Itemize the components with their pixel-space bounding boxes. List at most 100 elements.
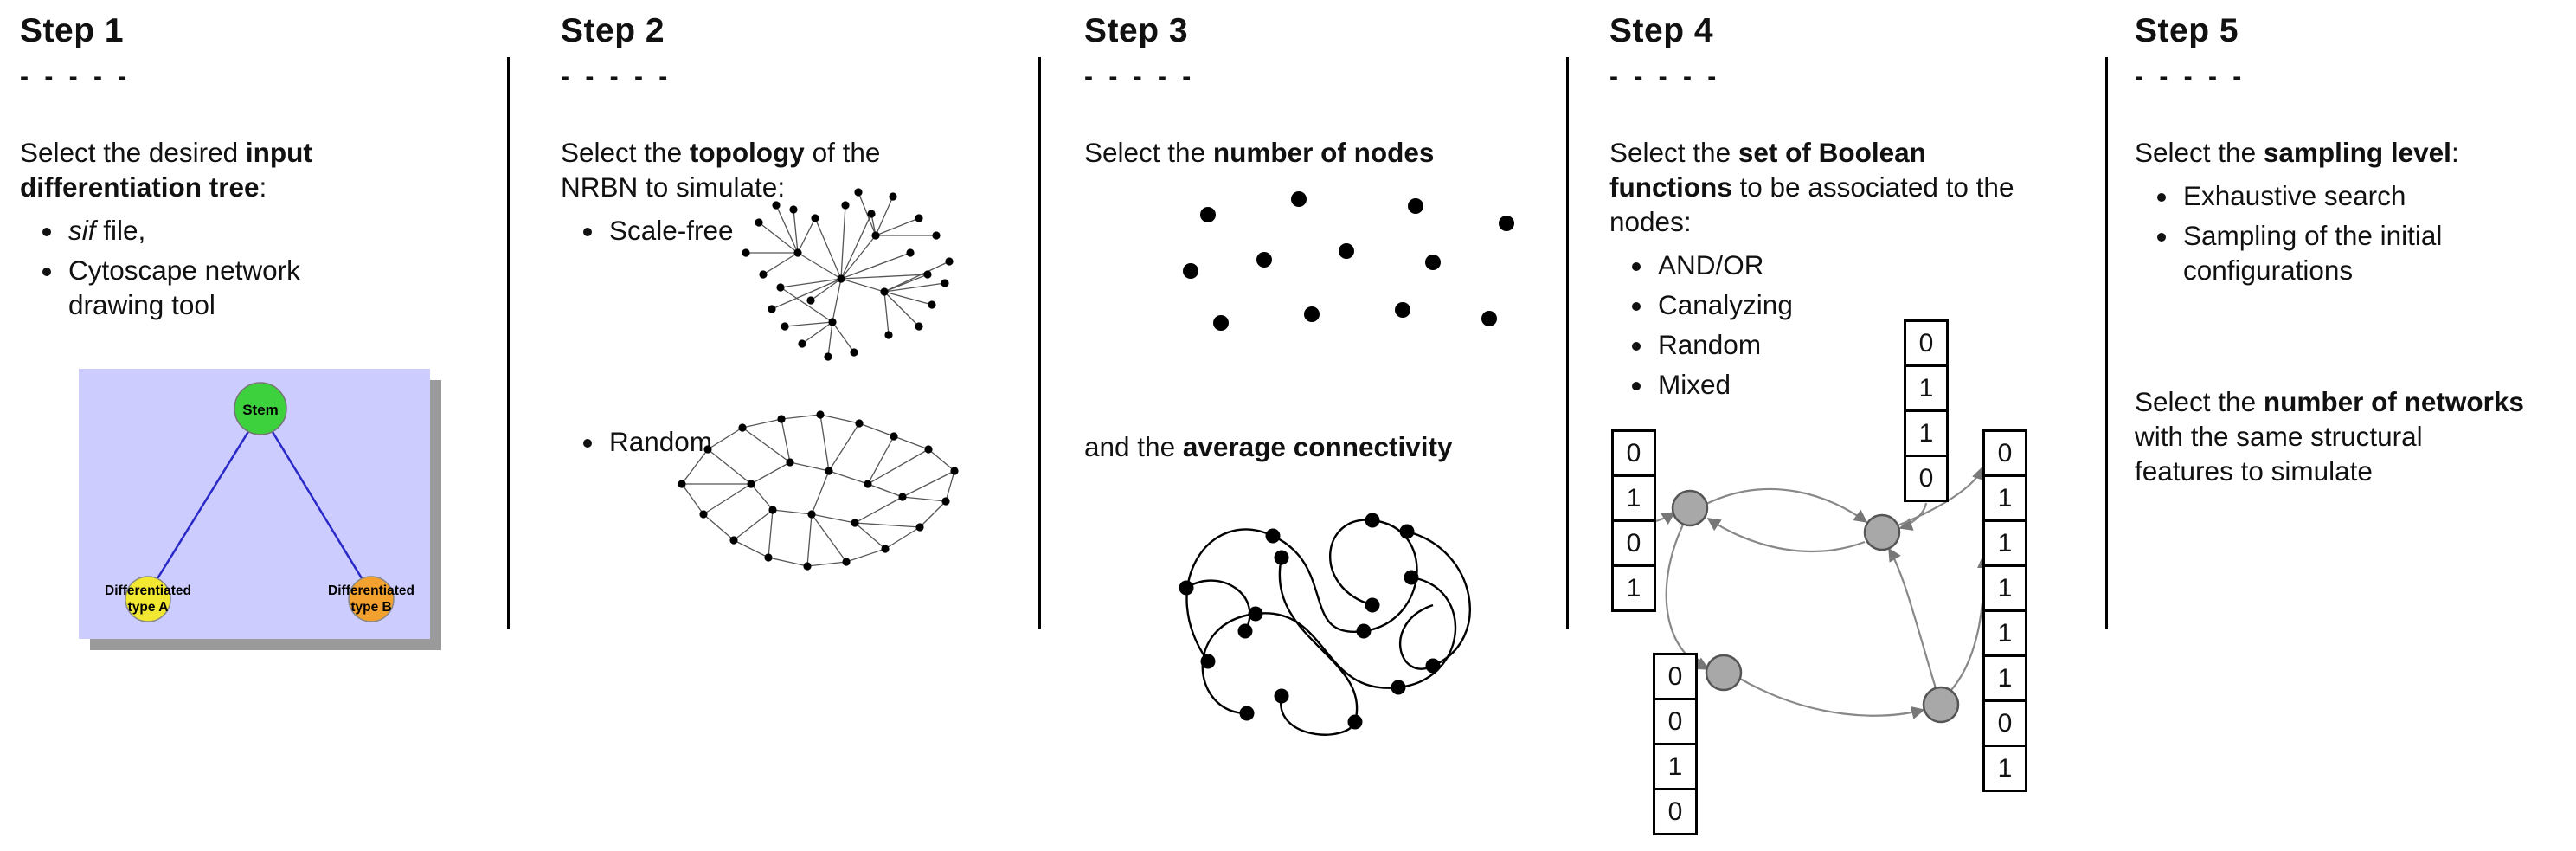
column-divider xyxy=(2105,57,2108,629)
step5-para2-bold: number of networks xyxy=(2263,386,2524,417)
step3-title: Step 3 xyxy=(1084,12,1189,49)
truth-table-cell: 0 xyxy=(1982,699,2027,747)
column-divider xyxy=(1566,57,1569,629)
step2-bullet-list-1: Scale-free xyxy=(561,213,959,248)
step5-intro: Select the sampling level: xyxy=(2135,135,2572,170)
step2-dashes: - - - - - xyxy=(561,62,672,91)
sif-italic: sif xyxy=(68,215,96,246)
step4-column: Step 4 - - - - - Select the set of Boole… xyxy=(1609,12,2098,848)
graph-node-2 xyxy=(1863,513,1901,551)
step2-column: Step 2 - - - - - Select the topology of … xyxy=(561,12,959,571)
step1-dashes: - - - - - xyxy=(20,62,132,91)
step3-line2-bold: average connectivity xyxy=(1182,431,1453,462)
step3-line2: and the average connectivity xyxy=(1084,429,1453,464)
step5-bullet-list: Exhaustive search Sampling of the initia… xyxy=(2135,178,2572,287)
step2-intro: Select the topology of the NRBN to simul… xyxy=(561,135,959,204)
bullet-cytoscape: Cytoscape network drawing tool xyxy=(65,253,392,322)
graph-edge xyxy=(1897,466,1985,527)
tree-edge-left xyxy=(146,411,262,595)
connectivity-tangle-illustration xyxy=(1179,513,1471,736)
column-divider xyxy=(1038,57,1041,629)
truth-table-cell: 0 xyxy=(1611,519,1656,567)
truth-table-cell: 0 xyxy=(1611,429,1656,477)
truth-table-cell: 1 xyxy=(1982,609,2027,657)
graph-node-3 xyxy=(1705,654,1743,692)
bullet-sampling-initial-configurations: Sampling of the initial configurations xyxy=(2180,218,2572,287)
truth-table-cell: 0 xyxy=(1904,455,1949,502)
step5-dashes: - - - - - xyxy=(2135,62,2246,91)
step1-bullet-list: sif file, Cytoscape network drawing tool xyxy=(20,213,392,322)
sif-rest: file, xyxy=(95,215,146,246)
bullet-and-or: AND/OR xyxy=(1654,248,2098,282)
type-b-node xyxy=(348,576,395,622)
step3-line1-pre: Select the xyxy=(1084,137,1213,168)
step1-intro-pre: Select the desired xyxy=(20,137,246,168)
truth-table-cell: 0 xyxy=(1653,653,1698,700)
scale-free-network-illustration xyxy=(742,188,954,361)
graph-node-1 xyxy=(1671,489,1709,527)
truth-table-cell: 1 xyxy=(1653,743,1698,790)
truth-table-bottom-left: 0 0 1 0 xyxy=(1653,653,1698,835)
bullet-exhaustive-search: Exhaustive search xyxy=(2180,178,2572,213)
step5-intro-bold: sampling level xyxy=(2263,137,2451,168)
step2-intro-post: of the NRBN to simulate: xyxy=(561,137,881,203)
tangle-curve xyxy=(1185,579,1251,632)
tangle-curve xyxy=(1399,530,1471,670)
step1-intro: Select the desired input differentiation… xyxy=(20,135,392,204)
differentiation-tree-image: Stem Differentiated type A Differentiate… xyxy=(79,369,441,650)
truth-table-cell: 1 xyxy=(1982,474,2027,522)
step4-bullet-list: AND/OR Canalyzing Random Mixed xyxy=(1609,248,2098,402)
step2-bullet-list-2: Random xyxy=(561,419,712,459)
graph-edge xyxy=(1888,547,1937,689)
truth-table-cell: 1 xyxy=(1982,654,2027,702)
step5-para2-post: with the same structural features to sim… xyxy=(2135,421,2423,487)
graph-edge xyxy=(1706,487,1868,523)
graph-edge xyxy=(1706,518,1866,552)
truth-table-cell: 1 xyxy=(1982,519,2027,567)
tangle-curve xyxy=(1278,557,1359,736)
graph-node-4 xyxy=(1922,686,1960,724)
step5-para2-pre: Select the xyxy=(2135,386,2264,417)
step2-title: Step 2 xyxy=(561,12,665,49)
truth-table-right: 0 1 1 1 1 1 0 1 xyxy=(1982,429,2027,792)
graph-edge xyxy=(1655,512,1676,525)
step1-intro-post: : xyxy=(259,171,267,203)
step1-title: Step 1 xyxy=(20,12,125,49)
bullet-random-functions: Random xyxy=(1654,327,2098,362)
step3-line1-bold: number of nodes xyxy=(1212,137,1435,168)
graph-edge xyxy=(1898,502,1928,531)
graph-edge xyxy=(1739,678,1925,719)
step5-column: Step 5 - - - - - Select the sampling lev… xyxy=(2135,12,2572,488)
step4-intro-post: to be associated to the nodes: xyxy=(1609,171,2014,237)
truth-table-cell: 0 xyxy=(1982,429,2027,477)
bullet-sif-file: sif file, xyxy=(65,213,392,248)
step2-intro-pre: Select the xyxy=(561,137,690,168)
bullet-mixed: Mixed xyxy=(1654,367,2098,402)
step1-intro-bold: input differentiation tree xyxy=(20,137,312,203)
truth-table-cell: 0 xyxy=(1653,788,1698,835)
tangle-curve xyxy=(1201,576,1457,715)
truth-table-cell: 0 xyxy=(1904,319,1949,367)
boolean-network-graph xyxy=(1655,466,1991,724)
type-a-node xyxy=(125,576,171,622)
step2-intro-bold: topology xyxy=(689,137,805,168)
type-b-label-line1: Differentiated xyxy=(328,583,414,598)
bullet-scale-free: Scale-free xyxy=(606,213,959,248)
tree-edge-right xyxy=(259,411,373,595)
stem-node xyxy=(234,382,287,435)
step4-intro-bold: set of Boolean functions xyxy=(1609,137,1926,203)
step5-intro-pre: Select the xyxy=(2135,137,2264,168)
graph-edge xyxy=(1665,524,1707,670)
step5-intro-post: : xyxy=(2451,137,2459,168)
type-b-label-line2: type B xyxy=(350,600,391,615)
column-divider xyxy=(507,57,510,629)
tangle-curve xyxy=(1185,519,1418,662)
step4-intro: Select the set of Boolean functions to b… xyxy=(1609,135,2033,239)
step3-dashes: - - - - - xyxy=(1084,62,1196,91)
step1-column: Step 1 - - - - - Select the desired inpu… xyxy=(20,12,441,650)
truth-table-cell: 1 xyxy=(1904,364,1949,412)
truth-table-cell: 1 xyxy=(1611,474,1656,522)
truth-table-top: 0 1 1 0 xyxy=(1904,319,1949,502)
step4-intro-pre: Select the xyxy=(1609,137,1738,168)
